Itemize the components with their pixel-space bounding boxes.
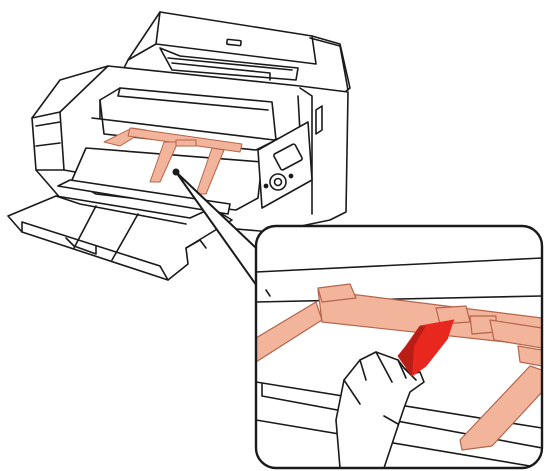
callout-point xyxy=(173,169,180,176)
zoom-inset xyxy=(256,226,542,468)
